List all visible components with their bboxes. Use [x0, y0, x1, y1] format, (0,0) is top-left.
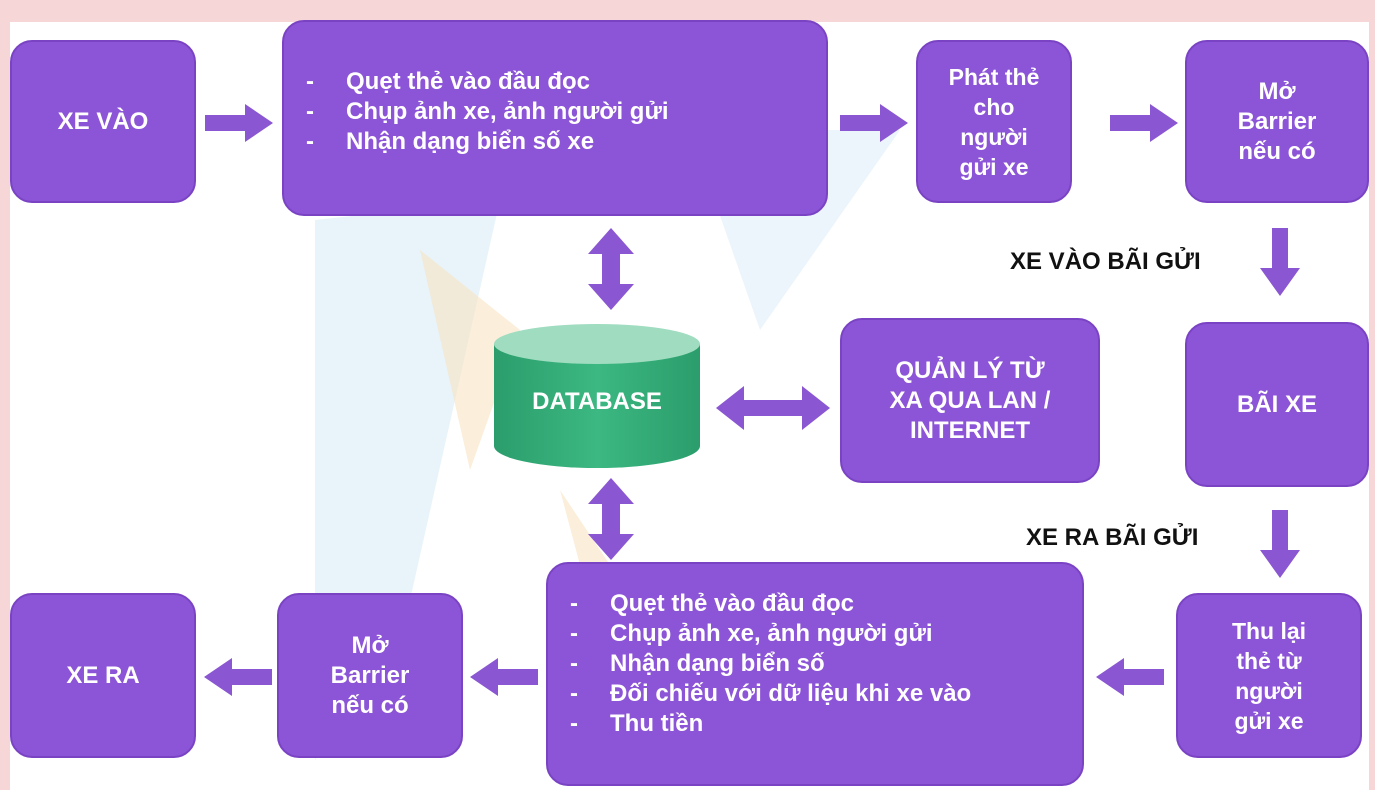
- arrow-entry-database-bidirectional: [588, 228, 634, 310]
- collect-card-line: gửi xe: [1234, 707, 1304, 734]
- arrow-collect-card-to-exit: [1096, 658, 1164, 696]
- database-label: DATABASE: [532, 388, 662, 415]
- issue-card-line: cho: [973, 93, 1015, 120]
- database-cylinder: [494, 324, 700, 468]
- arrow-xe-vao-to-entry: [205, 104, 273, 142]
- barrier-line: Mở: [351, 631, 389, 659]
- right-border: [1369, 0, 1375, 790]
- arrow-exit-to-barrier: [470, 658, 538, 696]
- exit-step: Chụp ảnh xe, ảnh người gửi: [548, 619, 971, 649]
- arrow-issue-card-to-barrier: [1110, 104, 1178, 142]
- arrow-barrier-to-lot: [1260, 228, 1300, 296]
- barrier-line: Barrier: [1237, 107, 1317, 135]
- remote-line: INTERNET: [909, 416, 1030, 444]
- enter-lot-label: XE VÀO BÃI GỬI: [1010, 248, 1201, 275]
- exit-steps-node: Quẹt thẻ vào đầu đọc Chụp ảnh xe, ảnh ng…: [546, 562, 1084, 786]
- arrow-database-exit-bidirectional: [588, 478, 634, 560]
- barrier-line: Mở: [1258, 77, 1296, 105]
- parking-lot-node: BÃI XE: [1185, 322, 1369, 487]
- entry-steps-list: Quẹt thẻ vào đầu đọc Chụp ảnh xe, ảnh ng…: [284, 67, 669, 157]
- issue-card-node: Phát thẻ cho người gửi xe: [916, 40, 1072, 203]
- open-barrier-exit-node: Mở Barrier nếu có: [277, 593, 463, 758]
- entry-step: Quẹt thẻ vào đầu đọc: [284, 67, 669, 97]
- remote-line: QUẢN LÝ TỪ: [895, 356, 1045, 384]
- arrow-barrier-to-xe-ra: [204, 658, 272, 696]
- xe-vao-node: XE VÀO: [10, 40, 196, 203]
- exit-step: Đối chiếu với dữ liệu khi xe vào: [548, 679, 971, 709]
- barrier-line: nếu có: [331, 691, 409, 719]
- collect-card-node: Thu lại thẻ từ người gửi xe: [1176, 593, 1362, 758]
- entry-step: Chụp ảnh xe, ảnh người gửi: [284, 97, 669, 127]
- issue-card-line: gửi xe: [959, 153, 1029, 180]
- barrier-line: Barrier: [330, 661, 410, 689]
- xe-vao-label: XE VÀO: [57, 107, 149, 135]
- issue-card-line: người: [960, 123, 1028, 150]
- collect-card-line: thẻ từ: [1236, 647, 1302, 674]
- entry-step: Nhận dạng biển số xe: [284, 127, 669, 157]
- collect-card-line: Thu lại: [1231, 617, 1307, 644]
- xe-ra-node: XE RA: [10, 593, 196, 758]
- xe-ra-label: XE RA: [66, 661, 140, 689]
- top-border: [0, 0, 1375, 22]
- arrow-lot-to-collect-card: [1260, 510, 1300, 578]
- open-barrier-entry-node: Mở Barrier nếu có: [1185, 40, 1369, 203]
- arrow-entry-to-issue-card: [840, 104, 908, 142]
- barrier-line: nếu có: [1238, 137, 1316, 165]
- remote-line: XA QUA LAN /: [889, 386, 1051, 414]
- left-border: [0, 0, 10, 790]
- remote-management-node: QUẢN LÝ TỪ XA QUA LAN / INTERNET: [840, 318, 1100, 483]
- parking-lot-label: BÃI XE: [1236, 390, 1317, 418]
- exit-step: Quẹt thẻ vào đầu đọc: [548, 589, 971, 619]
- entry-steps-node: Quẹt thẻ vào đầu đọc Chụp ảnh xe, ảnh ng…: [282, 20, 828, 216]
- exit-step: Thu tiền: [548, 709, 971, 739]
- arrow-database-remote-bidirectional: [716, 386, 830, 430]
- exit-steps-list: Quẹt thẻ vào đầu đọc Chụp ảnh xe, ảnh ng…: [548, 589, 971, 739]
- exit-step: Nhận dạng biển số: [548, 649, 971, 679]
- exit-lot-label: XE RA BÃI GỬI: [1026, 524, 1199, 551]
- issue-card-line: Phát thẻ: [948, 63, 1040, 90]
- collect-card-line: người: [1235, 677, 1303, 704]
